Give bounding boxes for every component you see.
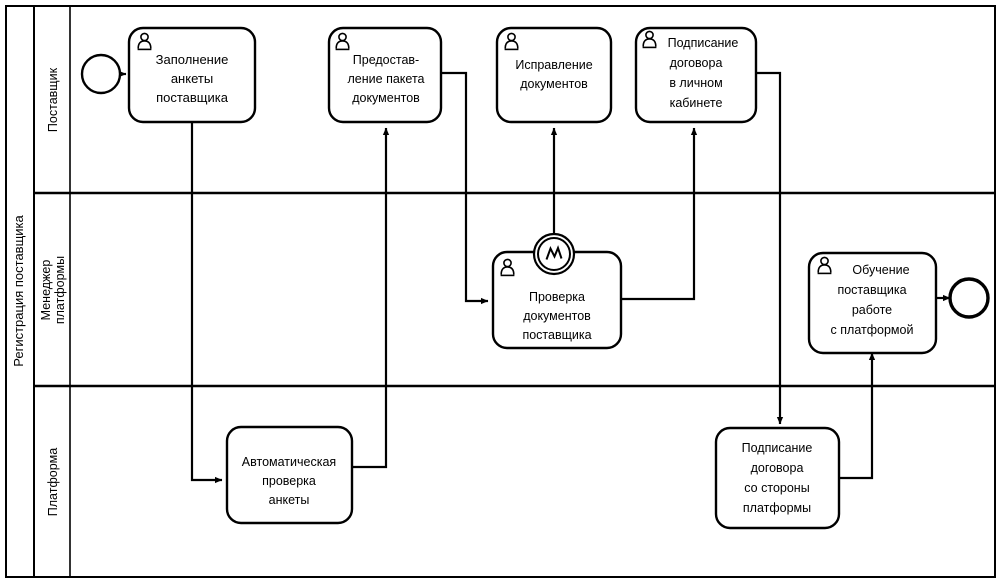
pool-label: Регистрация поставщика	[11, 214, 26, 366]
task-check-documents-line2: документов	[523, 309, 591, 323]
lane-label-manager: Менеджер платформы	[39, 256, 67, 324]
task-sign-contract-platform-line3: со стороны	[744, 481, 809, 495]
lane-label-supplier-text: Поставщик	[46, 67, 60, 132]
task-sign-contract-cabinet-line4: кабинете	[670, 96, 723, 110]
task-sign-contract-cabinet-line2: договора	[670, 56, 723, 70]
end-event[interactable]	[948, 277, 990, 319]
lane-label-platform: Платформа	[46, 448, 60, 516]
lane-label-supplier: Поставщик	[46, 67, 60, 132]
task-sign-contract-cabinet-line3: в личном	[669, 76, 722, 90]
task-fill-form-line3: поставщика	[156, 90, 229, 105]
task-auto-check-form-line3: анкеты	[269, 493, 310, 507]
task-sign-contract-platform-line1: Подписание	[742, 441, 813, 455]
task-auto-check-form[interactable]: Автоматическая проверка анкеты	[225, 425, 354, 525]
task-fix-documents-line2: документов	[520, 77, 588, 91]
lane-label-platform-text: Платформа	[46, 448, 60, 516]
user-icon	[137, 32, 152, 51]
user-icon	[817, 256, 832, 275]
pool-border	[5, 5, 996, 578]
task-check-documents-line3: поставщика	[522, 328, 591, 342]
task-provide-documents[interactable]: Предостав- ление пакета документов	[327, 26, 443, 124]
lane-label-manager-line2: платформы	[53, 256, 67, 324]
lane-label-manager-line1: Менеджер	[39, 260, 53, 321]
flow-sign-cabinet-to-sign-platform	[756, 71, 784, 425]
task-training-supplier-line1: Обучение	[852, 263, 909, 277]
flow-auto-check-to-provide-documents	[352, 127, 390, 469]
flow-sign-platform-to-training	[839, 352, 876, 480]
task-fill-form[interactable]: Заполнение анкеты поставщика	[127, 26, 257, 124]
task-training-supplier-line3: работе	[852, 303, 892, 317]
task-training-supplier[interactable]: Обучение поставщика работе с платформой	[807, 251, 938, 355]
task-provide-documents-box[interactable]	[327, 26, 443, 124]
task-fix-documents-line1: Исправление	[515, 58, 592, 72]
user-icon	[504, 32, 519, 51]
user-icon	[335, 32, 350, 51]
task-training-supplier-line4: с платформой	[831, 323, 914, 337]
task-sign-contract-cabinet-line1: Подписание	[668, 36, 739, 50]
flow-provide-documents-to-check	[440, 71, 489, 305]
task-check-documents[interactable]: Проверка документов поставщика	[491, 250, 623, 350]
task-fix-documents[interactable]: Исправление документов	[495, 26, 613, 124]
task-sign-contract-platform[interactable]: Подписание договора со стороны платформы	[714, 426, 841, 530]
start-event[interactable]	[80, 53, 122, 95]
task-auto-check-form-line2: проверка	[262, 474, 316, 488]
task-sign-contract-cabinet-box[interactable]	[634, 26, 758, 124]
task-training-supplier-box[interactable]	[807, 251, 938, 355]
task-provide-documents-line2: ление пакета	[348, 72, 425, 86]
task-sign-contract-platform-line2: договора	[751, 461, 804, 475]
start-event-circle[interactable]	[80, 53, 122, 95]
task-provide-documents-line1: Предостав-	[353, 53, 419, 67]
task-training-supplier-line2: поставщика	[837, 283, 906, 297]
boundary-error-event-icon[interactable]	[532, 232, 576, 276]
task-sign-contract-platform-box[interactable]	[714, 426, 841, 530]
pool-supplier-registration: Регистрация поставщика	[5, 5, 996, 578]
flow-fill-form-to-auto-check	[190, 122, 223, 484]
task-auto-check-form-line1: Автоматическая	[242, 455, 336, 469]
end-event-circle[interactable]	[948, 277, 990, 319]
user-icon	[642, 30, 657, 49]
task-provide-documents-line3: документов	[352, 91, 420, 105]
user-icon	[500, 258, 515, 277]
task-sign-contract-platform-line4: платформы	[743, 501, 811, 515]
task-fix-documents-box[interactable]	[495, 26, 613, 124]
task-fill-form-line1: Заполнение	[156, 52, 229, 67]
task-fill-form-box[interactable]	[127, 26, 257, 124]
task-auto-check-form-box[interactable]	[225, 425, 354, 525]
boundary-event-inner-circle	[537, 237, 571, 271]
task-check-documents-line1: Проверка	[529, 290, 585, 304]
task-fill-form-line2: анкеты	[171, 71, 213, 86]
error-zigzag-icon	[545, 245, 563, 260]
flow-check-to-sign-cabinet	[621, 127, 698, 301]
task-sign-contract-cabinet[interactable]: Подписание договора в личном кабинете	[634, 26, 758, 124]
